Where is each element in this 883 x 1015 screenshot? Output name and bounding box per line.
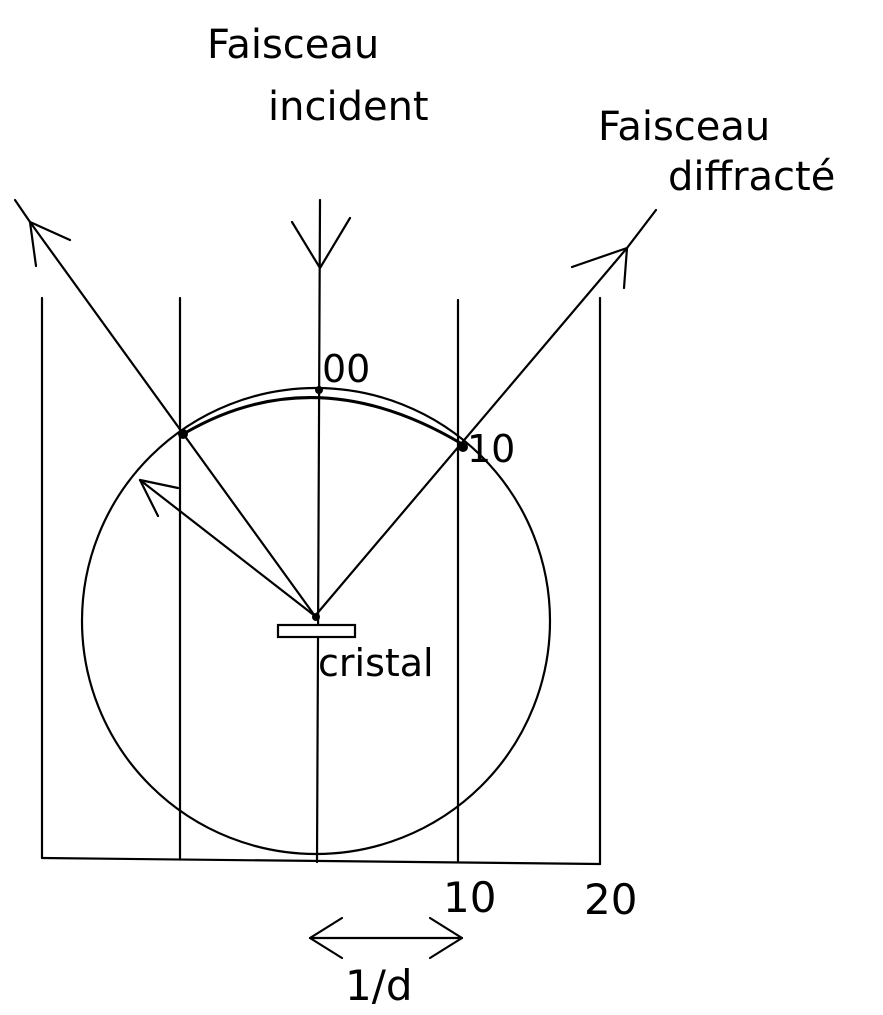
diffracted-beam-right-tail xyxy=(625,208,658,250)
crystal-center-marker xyxy=(312,613,320,621)
spot-left-marker xyxy=(178,429,188,439)
spot-00-marker xyxy=(315,386,323,394)
incident-beam-arrowhead xyxy=(290,216,352,270)
spot-10-marker xyxy=(458,442,468,452)
spot-10-label: 10 xyxy=(467,427,515,471)
base-axis xyxy=(40,856,602,866)
crystal-label: cristal xyxy=(318,641,434,685)
spacing-label: 1/d xyxy=(345,961,413,1010)
diffracted-beam-label-line2: diffracté xyxy=(668,154,835,200)
axis-tick-10-label: 10 xyxy=(443,873,496,922)
spot-00-label: 00 xyxy=(322,347,370,391)
diffracted-beam-label-line1: Faisceau xyxy=(598,104,770,150)
inner-beam-left-arrowhead xyxy=(138,478,180,518)
incident-beam-line xyxy=(315,198,322,864)
incident-beam-label-line1: Faisceau xyxy=(207,22,379,68)
spacing-arrow-right-head xyxy=(428,916,464,960)
axis-tick-20-label: 20 xyxy=(584,875,637,924)
spacing-arrow-left-head xyxy=(308,916,344,960)
diffracted-beam-left xyxy=(28,220,317,618)
diffracted-beam-left-tail xyxy=(13,198,32,224)
diffracted-beam-right xyxy=(313,246,629,618)
crystal-plate xyxy=(276,623,357,639)
incident-beam-label-line2: incident xyxy=(268,84,429,130)
inner-beam-left xyxy=(138,478,317,618)
ewald-sphere-top-arc xyxy=(183,396,464,446)
